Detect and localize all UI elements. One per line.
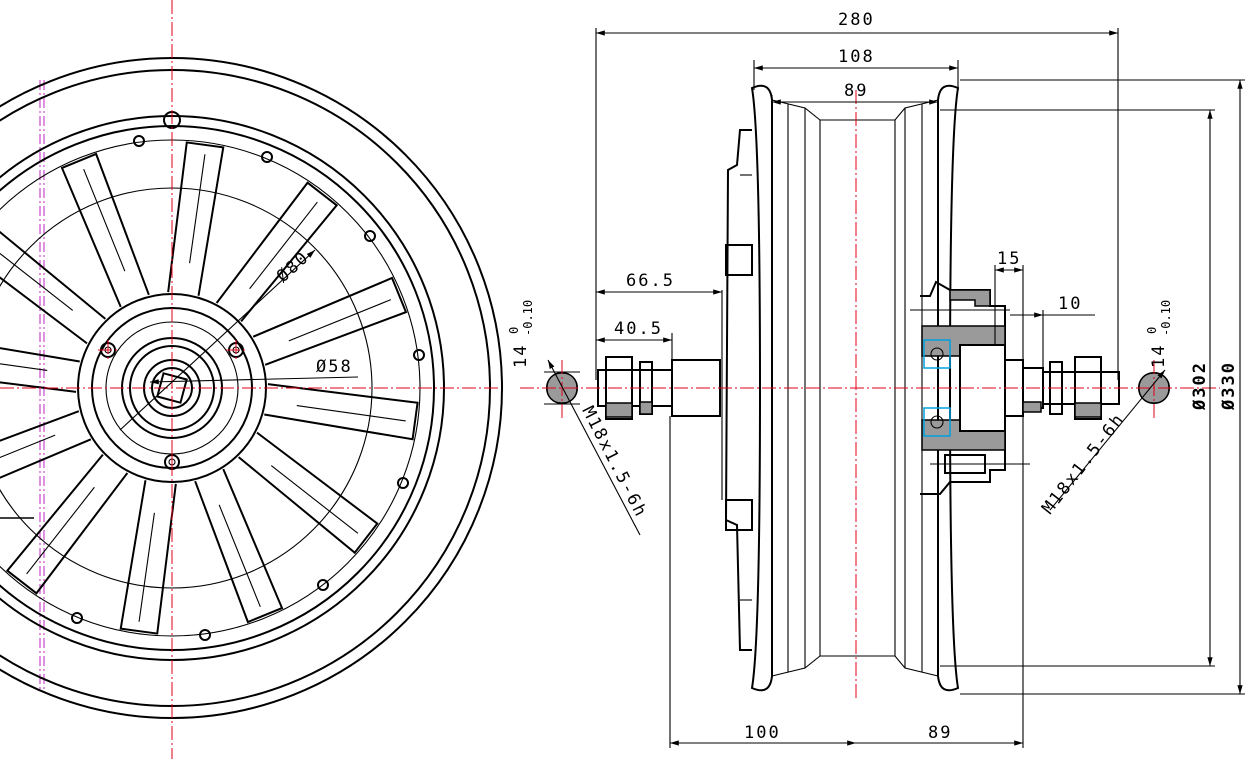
right-flat-lower: -0.10 (1159, 300, 1173, 336)
spoke-edge (26, 486, 95, 575)
diameter-80-label: Ø80 (273, 247, 314, 286)
spoke (252, 276, 408, 366)
dim-rim-outer: 108 (838, 47, 875, 67)
left-flat-lower: -0.10 (521, 300, 535, 336)
spoke (0, 347, 80, 393)
right-flat-base: 14 (1149, 344, 1169, 368)
dim-left-axle: 66.5 (626, 271, 675, 291)
spoke (215, 181, 339, 322)
left-flat-upper: 0 (507, 327, 521, 334)
spoke-edge (138, 512, 155, 622)
spoke-edge (249, 201, 318, 290)
spoke-edge (0, 252, 74, 311)
spoke (0, 230, 106, 345)
spoke-edge (296, 405, 406, 422)
spokes (0, 141, 419, 635)
spoke (194, 468, 284, 624)
spoke (119, 480, 177, 635)
spoke-edge (83, 168, 126, 272)
dim-right-step-1: 15 (997, 249, 1021, 269)
dim-bottom-left: 100 (744, 723, 781, 743)
spoke (60, 152, 150, 308)
left-flat-base: 14 (511, 344, 531, 368)
thread-left-label: M18x1.5-6h (578, 403, 651, 521)
spoke (264, 383, 419, 441)
spoke-edge (0, 434, 56, 459)
spoke-edge (270, 465, 359, 534)
front-view: Ø80 Ø58 (0, 0, 503, 759)
spoke (0, 410, 92, 479)
spoke-edge (0, 363, 48, 371)
spoke-edge (189, 154, 206, 264)
spoke-edge (288, 299, 392, 342)
right-flat-upper: 0 (1145, 327, 1159, 334)
diameter-58-label: Ø58 (316, 357, 353, 377)
spoke (238, 431, 379, 555)
dim-diameter-330: Ø330 (1219, 361, 1239, 411)
thread-right-label: M18x1.5-6h (1038, 409, 1129, 518)
dim-right-step-2: 10 (1058, 294, 1082, 314)
spoke (5, 454, 129, 595)
dim-diameter-302: Ø302 (1190, 361, 1210, 411)
spoke-edge (218, 504, 261, 608)
side-view (520, 84, 1220, 700)
dim-rim-inner: 89 (844, 81, 868, 101)
dimension-lines: 280 108 89 66.5 40.5 15 10 100 89 Ø302 (507, 10, 1245, 748)
dim-overall-width: 280 (838, 10, 875, 30)
dim-left-flat: 40.5 (614, 319, 663, 339)
dim-bottom-right: 89 (928, 723, 952, 743)
spoke (167, 141, 225, 296)
